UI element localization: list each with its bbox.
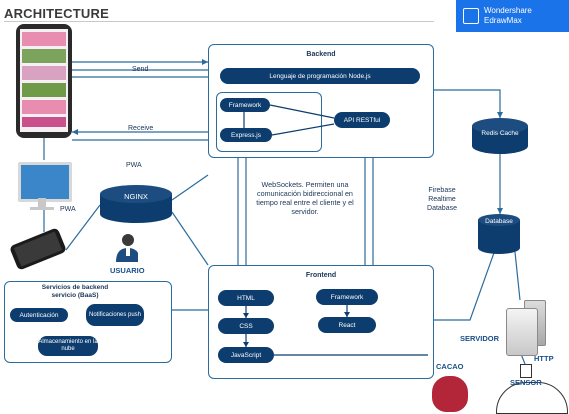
pwa-label-top: PWA	[126, 162, 142, 169]
api-restful-pill: API RESTful	[334, 112, 390, 128]
brand-line2: EdrawMax	[484, 16, 522, 25]
pwa-label-bottom: PWA	[60, 206, 76, 213]
server-icon	[506, 308, 538, 356]
edrawmax-logo-icon	[463, 8, 479, 24]
javascript-pill: JavaScript	[218, 347, 274, 363]
redis-label: Redis Cache	[481, 130, 519, 137]
react-pill: React	[318, 317, 376, 333]
cloud-storage-pill: Almacenamiento en la nube	[38, 336, 98, 356]
redis-cylinder-icon	[472, 118, 528, 154]
cacao-label: CACAO	[436, 362, 464, 371]
mobile-app-screenshot	[16, 24, 72, 138]
expressjs-pill: Express.js	[220, 128, 272, 142]
send-label: Send	[132, 66, 149, 73]
auth-pill: Autenticación	[10, 308, 68, 322]
http-label: HTTP	[534, 354, 554, 363]
brand-badge[interactable]: Wondershare EdrawMax	[456, 0, 569, 32]
frontend-framework-pill: Framework	[316, 289, 378, 305]
baas-title: Servicios de backend servicio (BaaS)	[41, 284, 109, 299]
websockets-note: WebSockets. Permiten una comunicación bi…	[256, 180, 354, 216]
desktop-monitor-icon	[18, 162, 72, 202]
brand-line1: Wondershare	[484, 6, 532, 15]
monitor-base	[30, 207, 54, 210]
firebase-label: Firebase Realtime Database	[427, 187, 457, 212]
cacao-pod-image	[432, 376, 468, 412]
backend-inner-frame	[216, 92, 322, 152]
monitor-stand	[38, 198, 46, 208]
nginx-label: NGINX	[124, 192, 148, 201]
backend-framework-pill: Framework	[220, 98, 270, 112]
push-notifications-pill: Notificaciones push	[86, 304, 144, 326]
css-pill: CSS	[218, 318, 274, 334]
database-cylinder-icon	[478, 214, 520, 254]
receive-label: Receive	[128, 125, 154, 132]
frontend-title: Frontend	[305, 272, 337, 279]
backend-title: Backend	[306, 51, 336, 58]
title-underline	[4, 21, 434, 22]
nginx-cylinder-top	[100, 185, 172, 203]
html-pill: HTML	[218, 290, 274, 306]
database-label: Database	[485, 218, 513, 225]
sensor-label: SENSOR	[510, 378, 542, 387]
sensor-icon	[520, 364, 532, 378]
servidor-label: SERVIDOR	[460, 334, 500, 343]
usuario-label: USUARIO	[110, 266, 145, 275]
cloud-shape-icon	[496, 382, 568, 414]
nodejs-pill: Lenguaje de programación Node.js	[220, 68, 420, 84]
user-avatar-icon	[116, 234, 138, 262]
page-title: ARCHITECTURE	[4, 6, 109, 21]
